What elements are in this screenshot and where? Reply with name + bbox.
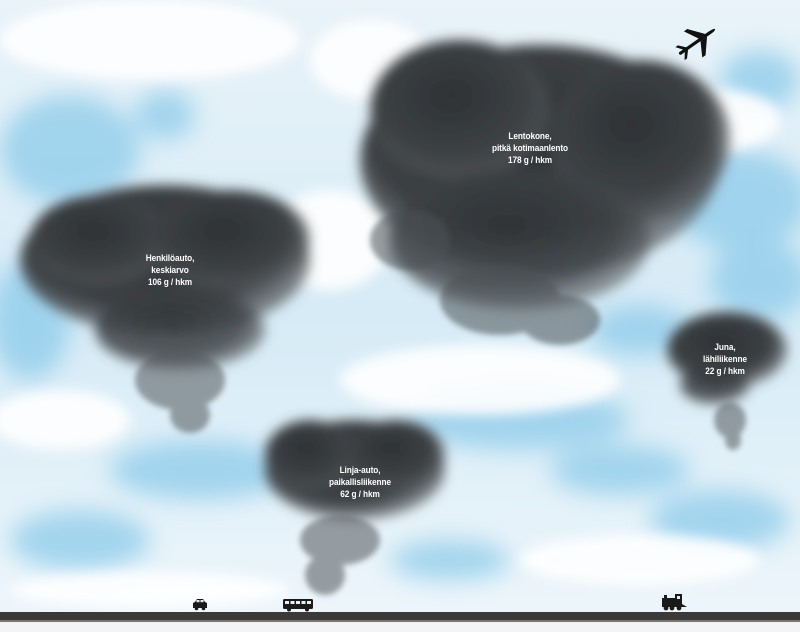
label-linja-auto-line2: paikallisliikenne — [329, 477, 391, 487]
label-lentokone-line3: 178 g / hkm — [507, 155, 553, 165]
label-linja-auto: Linja-auto, paikallisliikenne 62 g / hkm — [305, 464, 415, 500]
train-icon — [662, 594, 687, 611]
label-juna-line2: lähiliikenne — [702, 354, 747, 364]
smoke-cloud-juna — [667, 312, 787, 450]
label-linja-auto-line1: Linja-auto, — [339, 465, 381, 475]
label-henkiloauto-line3: 106 g / hkm — [147, 277, 193, 287]
bus-icon — [283, 599, 313, 612]
car-icon — [193, 599, 207, 611]
smoke-cloud-linja-auto — [265, 420, 445, 595]
label-linja-auto-line3: 62 g / hkm — [340, 489, 380, 499]
smoke-cloud-henkiloauto — [20, 185, 310, 433]
ground-strip — [0, 612, 800, 632]
label-henkiloauto-line1: Henkilöauto, — [145, 253, 195, 263]
label-juna-line1: Juna, — [714, 342, 736, 352]
label-henkiloauto-line2: keskiarvo — [151, 265, 189, 275]
label-juna-line3: 22 g / hkm — [705, 366, 745, 376]
label-henkiloauto: Henkilöauto, keskiarvo 106 g / hkm — [119, 252, 220, 288]
airplane-icon — [675, 28, 716, 61]
label-lentokone-line2: pitkä kotimaanlento — [491, 143, 569, 153]
smoke-cloud-lentokone — [360, 40, 730, 345]
label-lentokone-line1: Lentokone, — [508, 131, 552, 141]
label-juna: Juna, lähiliikenne 22 g / hkm — [684, 341, 767, 377]
label-lentokone: Lentokone, pitkä kotimaanlento 178 g / h… — [475, 130, 585, 166]
